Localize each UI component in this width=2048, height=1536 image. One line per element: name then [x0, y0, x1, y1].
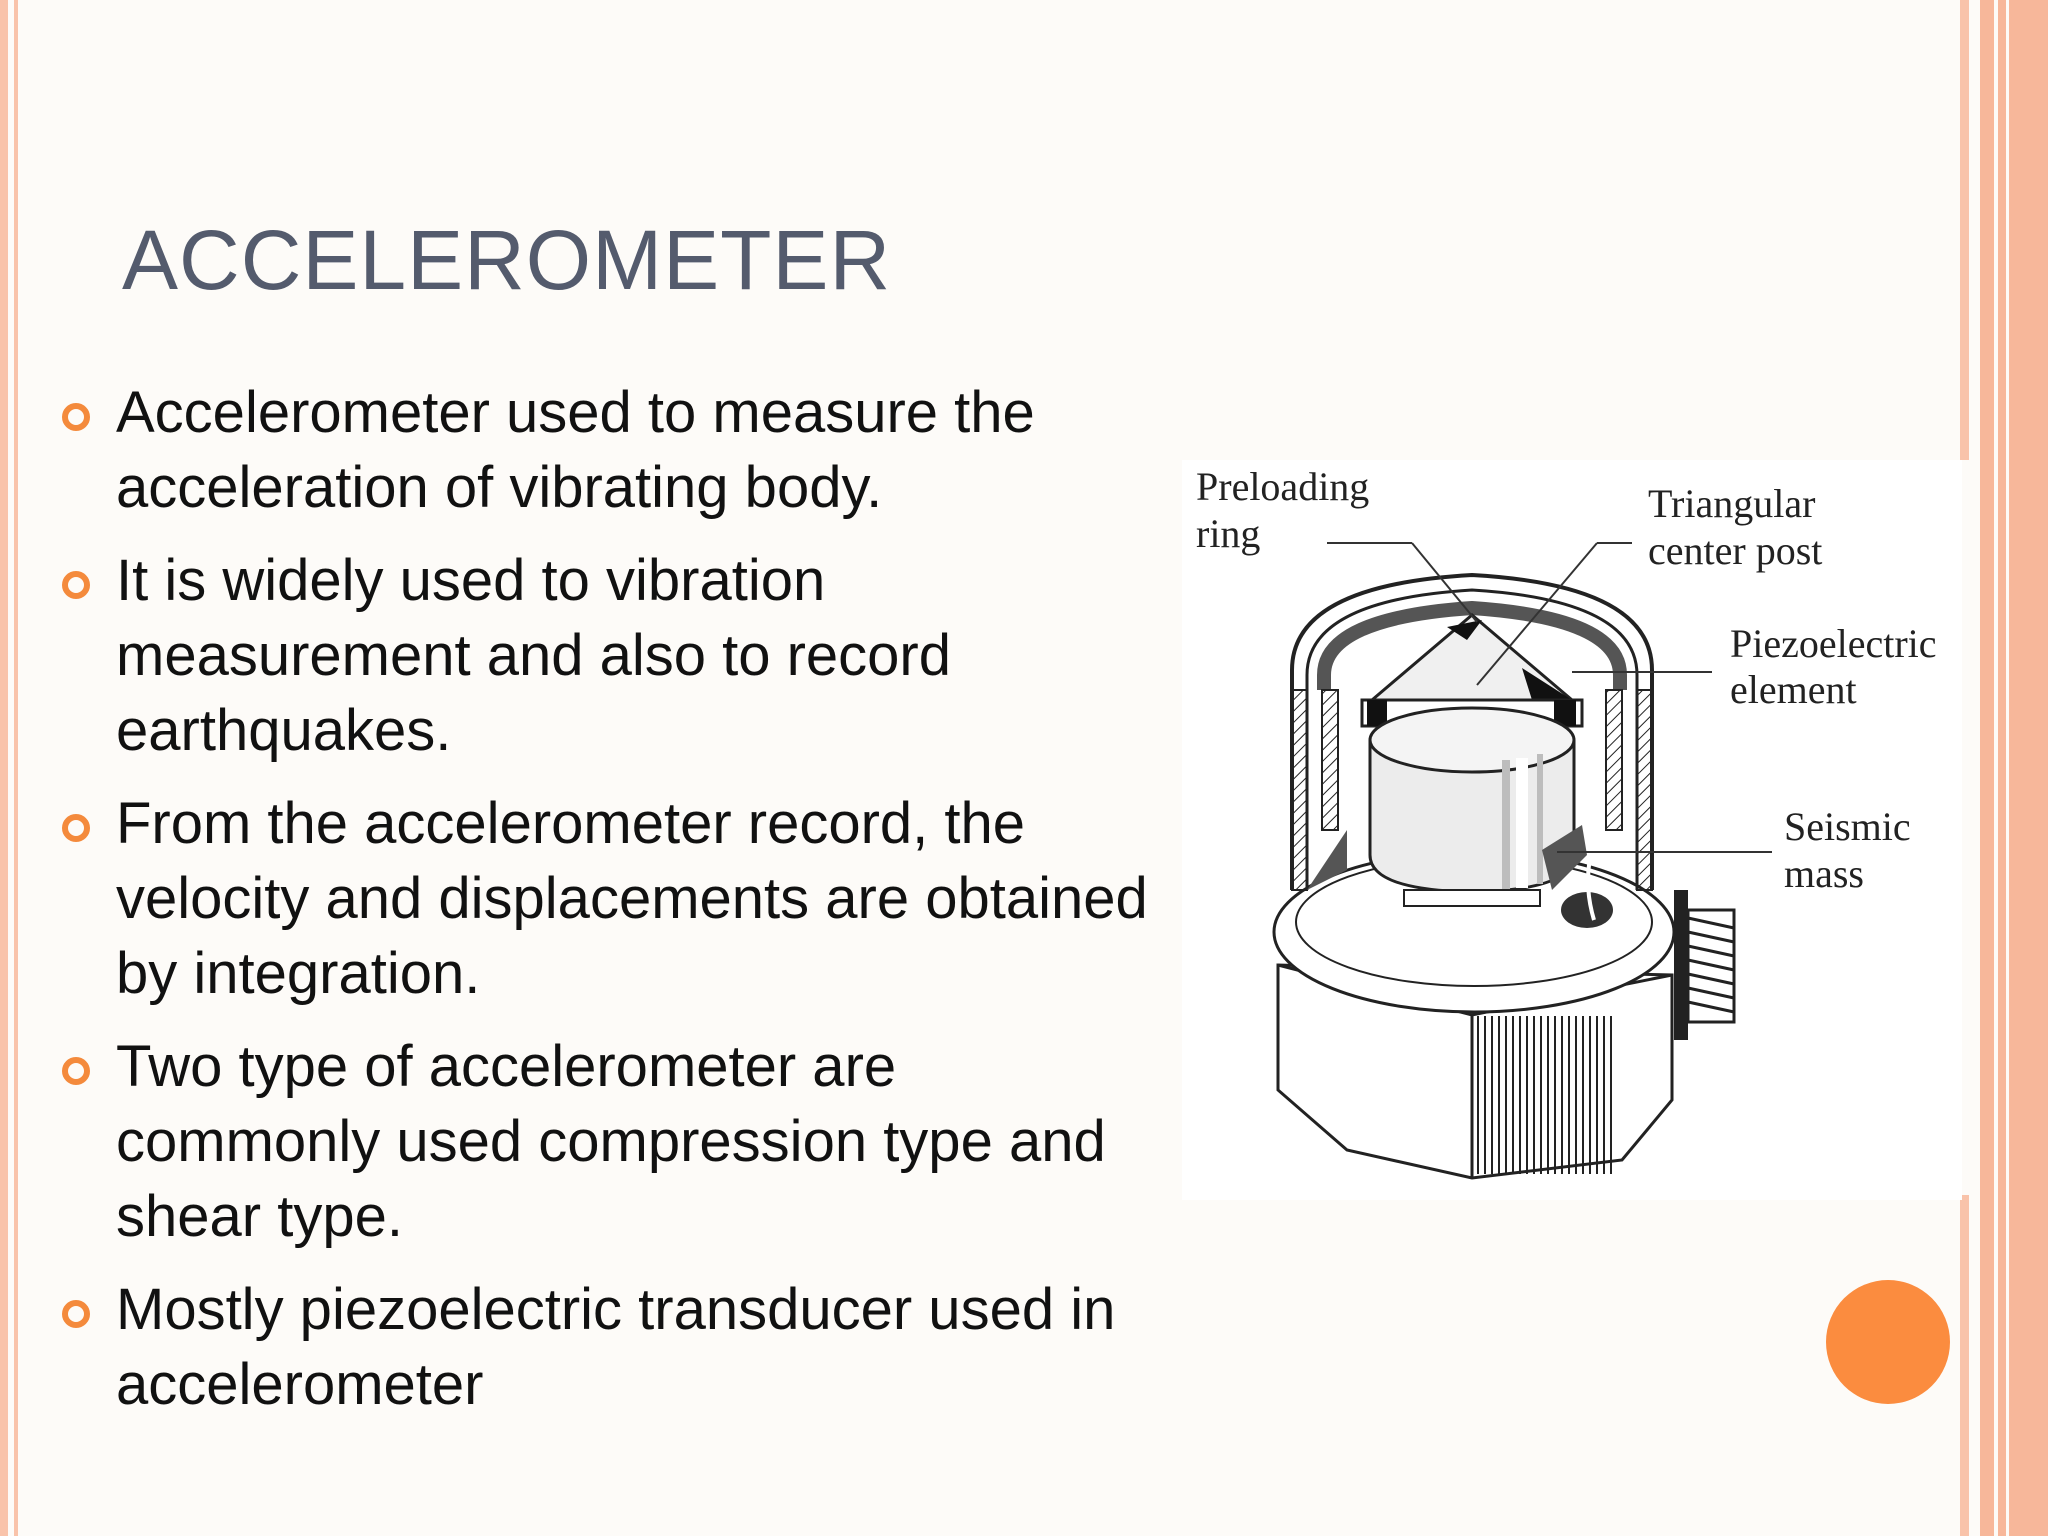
bullet-ring-icon: [62, 1057, 90, 1085]
housing-case: [1290, 572, 1654, 891]
bullet-item: From the accelerometer record, the veloc…: [58, 786, 1148, 1011]
bullet-item: Two type of accelerometer are commonly u…: [58, 1029, 1148, 1254]
right-border-upper-bar: [1960, 0, 1969, 460]
label-triangular-post-line1: Triangular: [1648, 481, 1815, 526]
bullet-ring-icon: [62, 814, 90, 842]
bullet-ring-icon: [62, 403, 90, 431]
seismic-mass: [1368, 706, 1613, 928]
leader-lines: [1327, 542, 1772, 853]
right-border-gap: [1994, 0, 1998, 1536]
bullet-item: It is widely used to vibration measureme…: [58, 543, 1148, 768]
left-border-thin-stripe: [14, 0, 18, 1536]
orange-decorative-circle: [1826, 1280, 1950, 1404]
bullet-text: It is widely used to vibration measureme…: [116, 548, 951, 763]
right-border-gap-2: [2006, 0, 2009, 1536]
bullet-item: Accelerometer used to measure the accele…: [58, 375, 1148, 525]
right-border-band: [1980, 0, 2048, 1536]
bullet-text: Two type of accelerometer are commonly u…: [116, 1034, 1106, 1249]
threaded-stud: [1674, 890, 1736, 1040]
label-preloading-ring-line1: Preloading: [1196, 464, 1369, 509]
bullet-list: Accelerometer used to measure the accele…: [58, 375, 1148, 1440]
bullet-text: Mostly piezoelectric transducer used in …: [116, 1277, 1116, 1417]
left-border-stripe: [0, 0, 8, 1536]
label-seismic-mass-line1: Seismic: [1784, 804, 1911, 849]
label-piezoelectric-line2: element: [1730, 667, 1857, 712]
accelerometer-cutaway-illustration: Preloading ring Triangular center post P…: [1196, 464, 1937, 1180]
hex-base: [1276, 963, 1674, 1180]
bullet-text: Accelerometer used to measure the accele…: [116, 380, 1035, 520]
label-seismic-mass-line2: mass: [1784, 851, 1864, 896]
bullet-item: Mostly piezoelectric transducer used in …: [58, 1272, 1148, 1422]
bullet-ring-icon: [62, 571, 90, 599]
right-border-lower-bar: [1960, 1195, 1969, 1536]
bullet-text: From the accelerometer record, the veloc…: [116, 791, 1148, 1006]
label-triangular-post-line2: center post: [1648, 528, 1822, 573]
label-piezoelectric-line1: Piezoelectric: [1730, 621, 1937, 666]
accelerometer-diagram: Preloading ring Triangular center post P…: [1182, 460, 1962, 1200]
slide-title: ACCELEROMETER: [122, 213, 892, 307]
label-preloading-ring-line2: ring: [1196, 511, 1260, 556]
bullet-ring-icon: [62, 1300, 90, 1328]
